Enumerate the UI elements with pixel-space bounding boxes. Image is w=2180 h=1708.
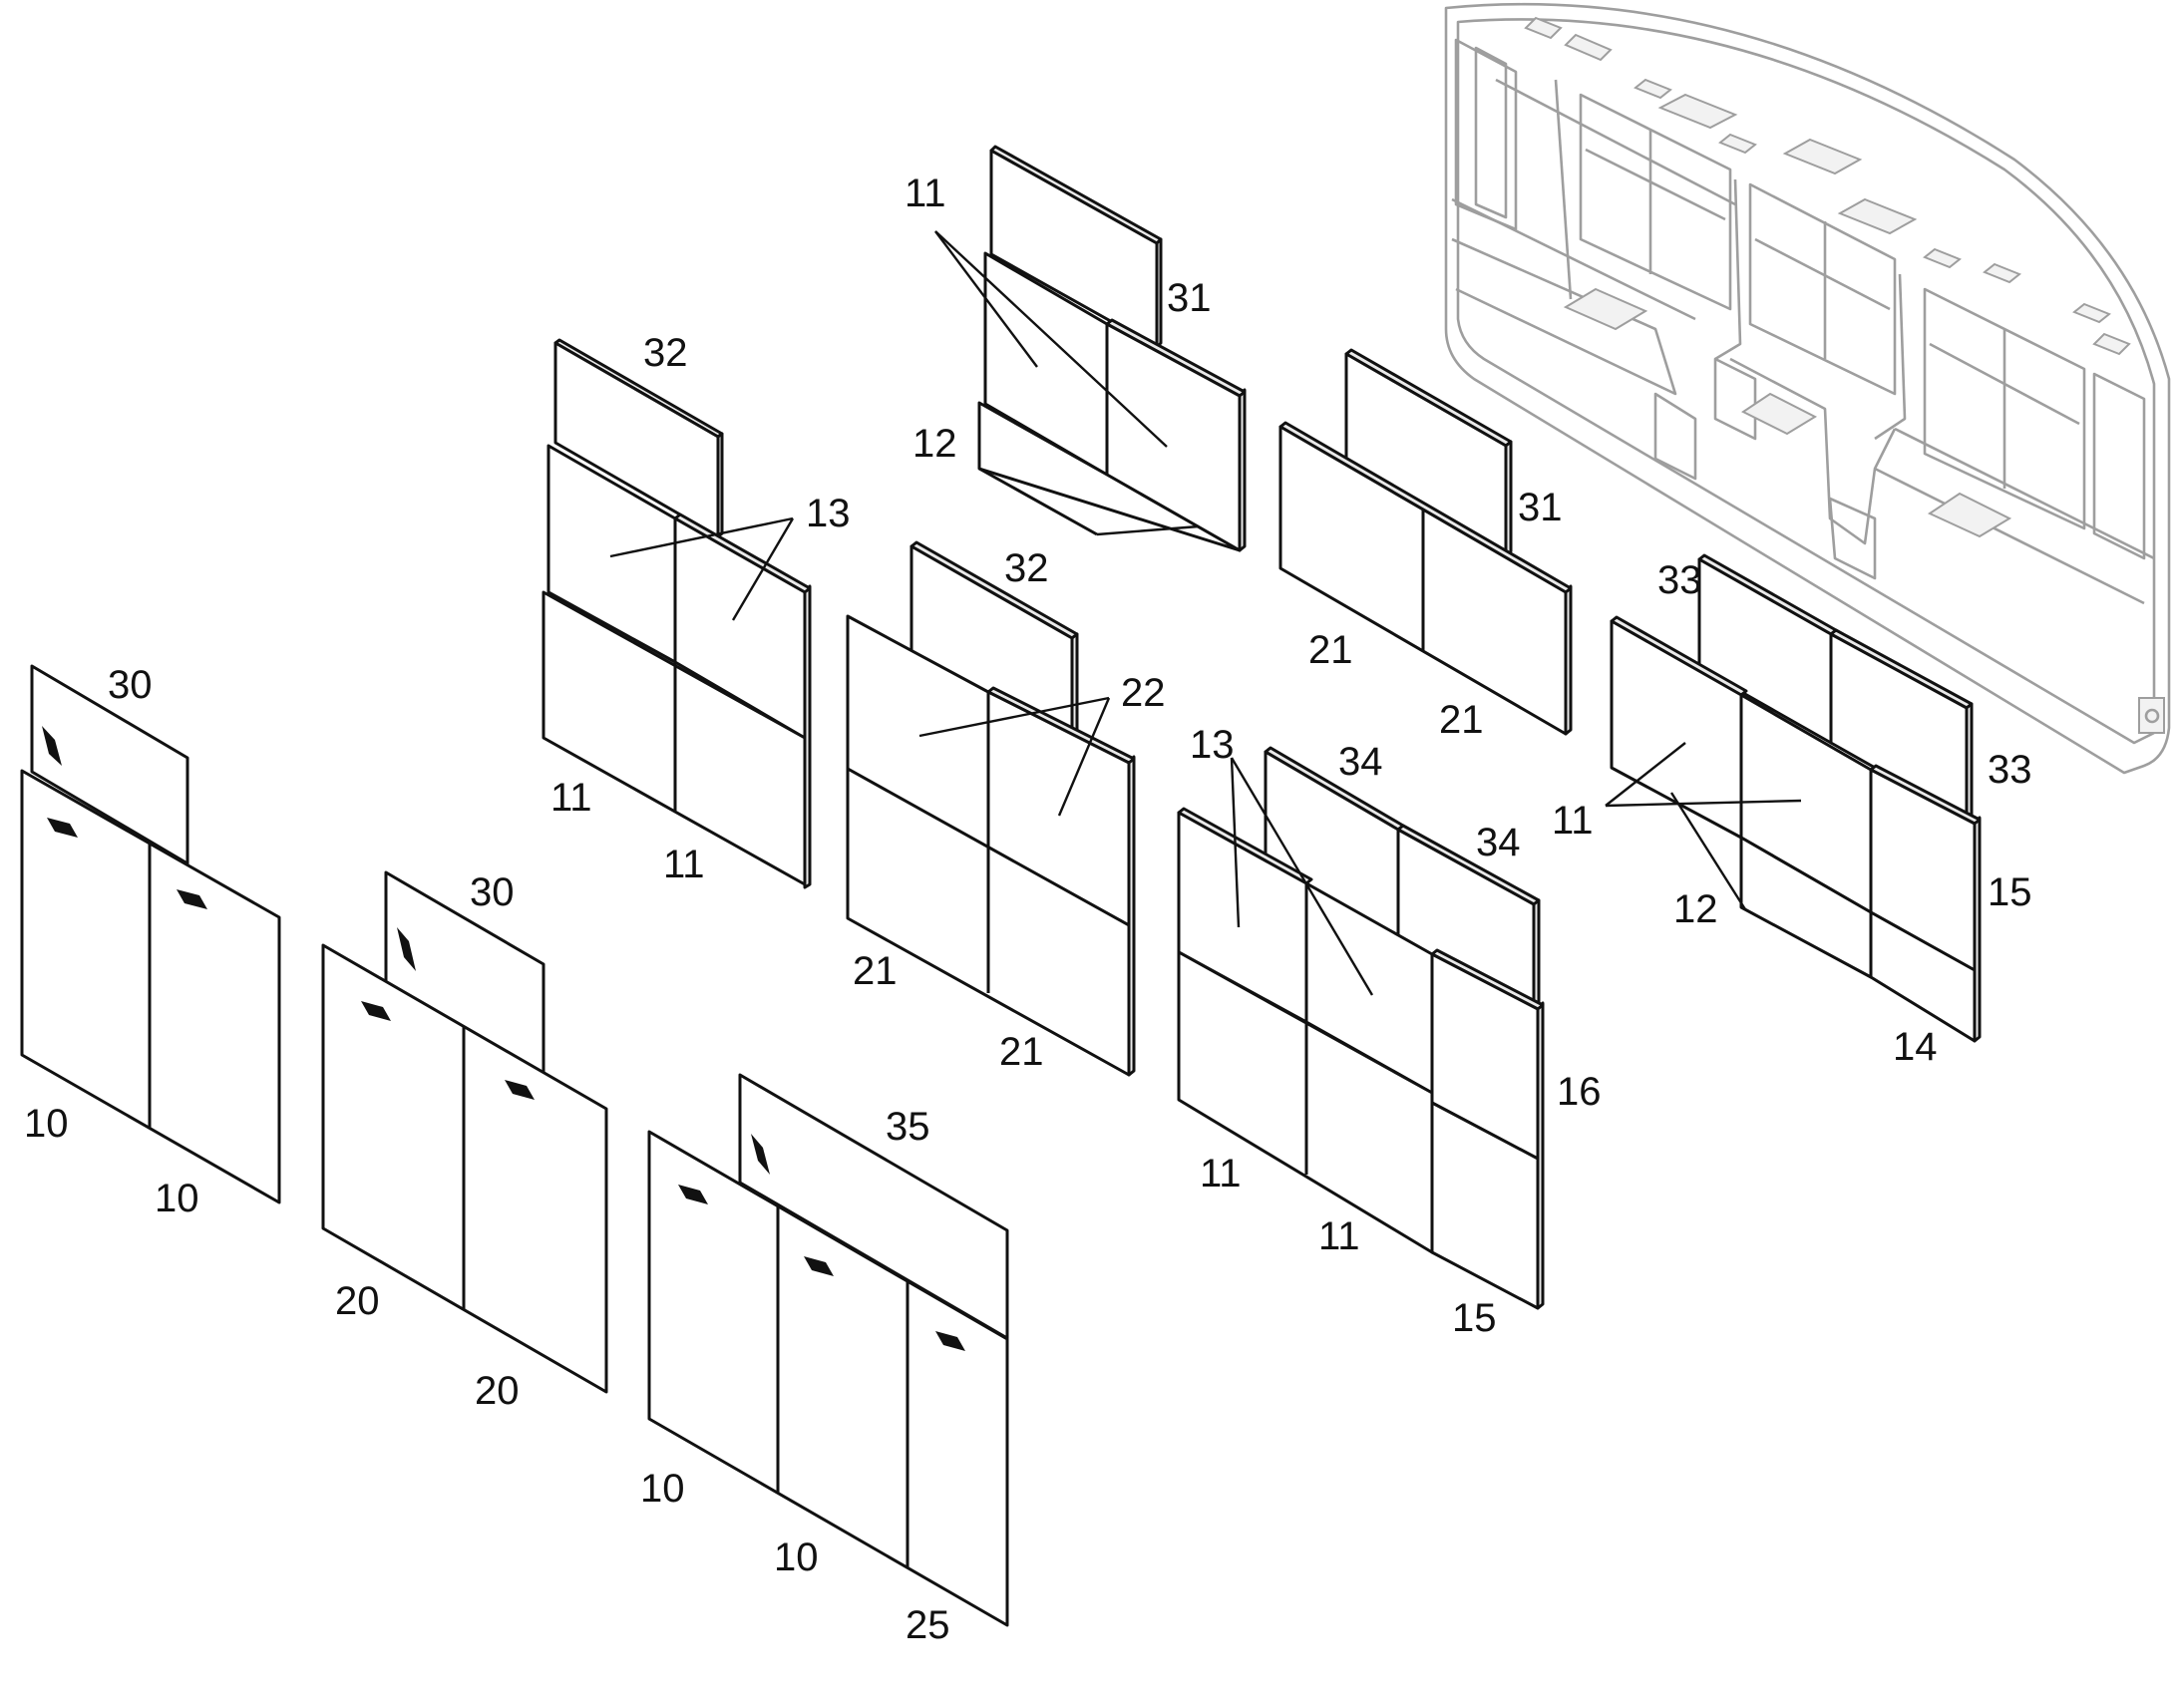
label-10: 10 — [155, 1177, 199, 1220]
label-33: 33 — [1988, 748, 2032, 792]
reference-labels: 11 31 12 32 13 11 11 32 22 21 21 31 21 2… — [24, 171, 2032, 1647]
panel-group-i — [1610, 553, 1982, 1043]
label-13: 13 — [1190, 723, 1235, 767]
label-15: 15 — [1452, 1296, 1497, 1340]
panel-group-f — [846, 540, 1136, 1077]
label-11: 11 — [550, 776, 592, 820]
label-35: 35 — [886, 1105, 930, 1149]
marker-icon — [678, 1185, 708, 1204]
marker-icon — [361, 1001, 391, 1021]
label-30: 30 — [108, 663, 153, 707]
label-30: 30 — [470, 870, 515, 914]
panel-group-c — [647, 1073, 1009, 1627]
label-21: 21 — [999, 1030, 1044, 1074]
label-32: 32 — [643, 331, 688, 375]
panel-10-c — [647, 1130, 1009, 1627]
label-12: 12 — [1673, 887, 1718, 931]
leader-lines — [609, 230, 1802, 996]
marker-icon — [505, 1080, 535, 1100]
label-10: 10 — [640, 1467, 685, 1511]
panel-group-b — [321, 870, 608, 1394]
label-33: 33 — [1657, 558, 1702, 602]
label-13: 13 — [806, 492, 851, 535]
label-11: 11 — [663, 843, 705, 886]
panel-14 — [1869, 910, 1977, 1043]
label-11: 11 — [905, 171, 946, 215]
label-11: 11 — [1200, 1152, 1242, 1196]
marker-icon — [751, 1134, 770, 1175]
label-10: 10 — [24, 1102, 69, 1146]
label-31: 31 — [1518, 486, 1563, 529]
label-34: 34 — [1476, 821, 1521, 864]
marker-icon — [804, 1256, 834, 1276]
label-10: 10 — [774, 1536, 819, 1579]
label-31: 31 — [1167, 276, 1212, 320]
label-11: 11 — [1552, 799, 1594, 843]
cabin-structure-outline — [1444, 2, 2171, 775]
marker-icon — [935, 1331, 965, 1351]
label-21: 21 — [853, 949, 898, 993]
label-32: 32 — [1004, 546, 1049, 590]
panel-group-d — [542, 338, 812, 889]
marker-icon — [177, 889, 207, 909]
label-16: 16 — [1557, 1070, 1602, 1114]
label-21: 21 — [1439, 698, 1484, 742]
label-11: 11 — [1318, 1214, 1360, 1258]
panel-15-a — [1430, 1101, 1540, 1310]
marker-icon — [42, 726, 62, 766]
label-15: 15 — [1988, 870, 2032, 914]
label-22: 22 — [1121, 671, 1166, 715]
panel-group-a — [20, 664, 281, 1204]
marker-icon — [397, 927, 416, 971]
label-14: 14 — [1893, 1025, 1938, 1069]
panel-group-e — [977, 145, 1247, 552]
label-21: 21 — [1308, 628, 1353, 672]
label-20: 20 — [475, 1369, 520, 1413]
panel-group-g — [1278, 348, 1573, 736]
label-20: 20 — [335, 1279, 380, 1323]
marker-icon — [47, 818, 78, 838]
label-12: 12 — [912, 422, 957, 466]
label-34: 34 — [1338, 740, 1383, 784]
label-25: 25 — [906, 1603, 950, 1647]
